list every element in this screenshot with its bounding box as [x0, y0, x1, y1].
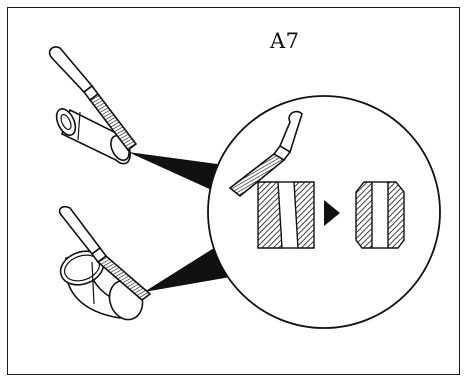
projection-wedges [128, 152, 236, 292]
figure-frame [7, 7, 460, 375]
right-triangle-arrow-icon [324, 200, 340, 226]
before-profile [257, 181, 315, 249]
after-profile [355, 181, 405, 249]
step-label: A7 [270, 29, 300, 53]
upper-projection-wedge [128, 152, 232, 192]
hand-file-icon [48, 46, 138, 152]
lower-projection-wedge [144, 248, 236, 292]
detail-file-icon [228, 110, 303, 198]
lower-file-tool [58, 205, 152, 302]
